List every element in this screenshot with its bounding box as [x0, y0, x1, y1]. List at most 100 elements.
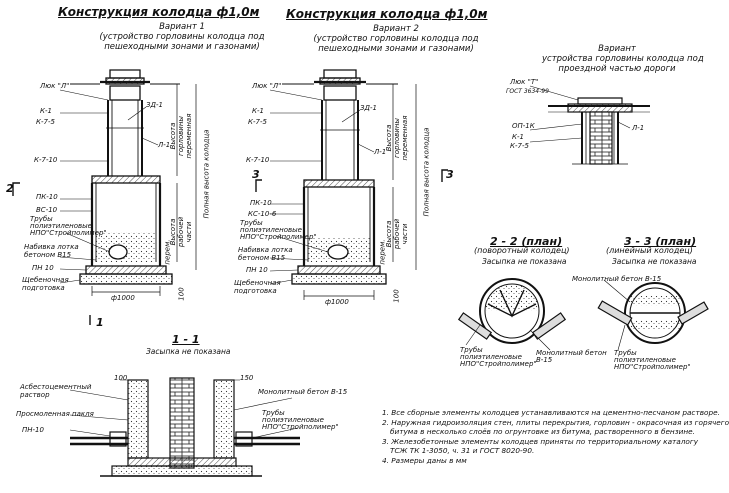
well-variant-2: [255, 69, 448, 300]
label-line: подготовка: [22, 284, 65, 292]
label-line: полиэтиленовые: [262, 416, 324, 424]
label-k1: К-1: [40, 107, 52, 115]
section-2-2-subtitle: (поворотный колодец): [474, 246, 570, 255]
label-line: НПО"Стройполимер": [262, 423, 339, 431]
label-line: Асбестоцементный: [20, 383, 92, 391]
label-line: Набивка лотка: [238, 246, 293, 254]
label-asbestos: Асбестоцементный раствор: [20, 383, 91, 399]
label-line: НПО"Стройполимер": [240, 233, 317, 241]
caption-line: проездной частью дороги: [558, 64, 676, 74]
label-line: бетоном В15: [24, 251, 72, 259]
dim-diameter-v1: ф1000: [111, 294, 135, 302]
label-pipes-v2: Трубы полиэтиленовые НПО"Стройполимер": [240, 220, 317, 241]
label-line: НПО"Стройполимер": [30, 229, 107, 237]
label-tray-fill-v1: Набивка лотка бетоном В15: [24, 243, 79, 259]
dim-100-s11: 100: [114, 374, 128, 382]
variant-2-caption: Вариант 2 (устройство горловины колодца …: [306, 24, 486, 54]
section-marker-3-left: 3: [252, 168, 260, 181]
label-concrete-33: Монолитный бетон В-15: [572, 275, 662, 283]
label-line: Монолитный бетон: [536, 349, 607, 357]
label-zd1: ЗД-1: [146, 101, 163, 109]
label-k75: К-7-5: [510, 142, 529, 150]
label-line: Трубы: [460, 346, 483, 354]
title-variant-1: Конструкция колодца ф1,0м: [58, 5, 260, 19]
dim-neck-v2: Высота горловины переменная: [385, 115, 409, 161]
section-marker-2: 2: [6, 182, 14, 195]
label-gravel-v1: Щебеночная подготовка: [22, 276, 69, 292]
note-line: битума в несколько слоёв по огрунтовке и…: [390, 427, 695, 436]
dim-100-v1: 100: [177, 287, 186, 301]
label-line: полиэтиленовые: [30, 222, 92, 230]
section-1-1-title: 1 - 1: [172, 333, 200, 346]
label-concrete-s11: Монолитный бетон В-15: [258, 388, 348, 396]
label-line: Трубы: [240, 219, 263, 227]
label-line: полиэтиленовые: [240, 226, 302, 234]
label-pn10-s11: ПН-10: [22, 426, 44, 434]
well-variant-1: [12, 69, 197, 325]
label-line: Набивка лотка: [24, 243, 79, 251]
section-marker-3-right: 3: [446, 168, 454, 181]
dim-diameter-v2: ф1000: [325, 298, 349, 306]
dim-100-v2: 100: [392, 289, 401, 303]
label-pipes-33: Трубы полиэтиленовые НПО"Стройполимер": [614, 350, 691, 371]
dim-perem-v1: перем.: [163, 239, 172, 265]
label-hatch-l: Люк "Л": [252, 82, 282, 90]
label-k75: К-7-5: [36, 118, 55, 126]
label-op1k: ОП-1К: [512, 122, 535, 130]
label-zd1: ЗД-1: [360, 104, 377, 112]
caption-line: Вариант 2: [373, 24, 419, 34]
section-2-2-title: 2 - 2 (план): [490, 235, 563, 248]
label-tray-fill-v2: Набивка лотка бетоном В15: [238, 246, 293, 262]
neck-variant-road: [529, 85, 650, 165]
section-2-2-nofill: Засыпка не показана: [482, 257, 567, 266]
label-line: полиэтиленовые: [614, 356, 676, 364]
label-vs10: ВС-10: [36, 206, 58, 214]
section-3-3-title: 3 - 3 (план): [624, 235, 697, 248]
label-line: Трубы: [262, 409, 285, 417]
section-3-3-nofill: Засыпка не показана: [612, 257, 697, 266]
label-line: Щебеночная: [22, 276, 69, 284]
label-k1: К-1: [512, 133, 524, 141]
dim-full-v2: Полная высота колодца: [422, 127, 431, 217]
label-gost: ГОСТ 3634-99: [506, 88, 549, 95]
label-k75: К-7-5: [248, 118, 267, 126]
dim-neck-v1: Высота горловины переменная: [169, 113, 193, 159]
note-line: 3. Железобетонные элементы колодцев прин…: [382, 436, 699, 446]
label-line: НПО"Стройполимер": [614, 363, 691, 371]
notes-block: 1. Все сборные элементы колодцев устанав…: [382, 408, 729, 465]
label-pn10: ПН 10: [32, 264, 54, 272]
label-line: подготовка: [234, 287, 277, 295]
section-3-3-subtitle: (линейный колодец): [606, 246, 693, 255]
label-k710: К-7-10: [246, 156, 270, 164]
note-line: 2. Наружная гидроизоляция стен, плиты пе…: [382, 417, 729, 427]
label-gravel-v2: Щебеночная подготовка: [234, 279, 281, 295]
note-line: 4. Размеры даны в мм: [382, 455, 467, 465]
caption-line: Вариант 1: [159, 22, 205, 32]
label-pk10: ПК-10: [36, 193, 58, 201]
label-line: В-15: [536, 356, 553, 364]
section-marker-1: 1: [96, 316, 104, 329]
section-2-2-plan: [457, 278, 567, 351]
label-k1: К-1: [252, 107, 264, 115]
label-pipes-v1: Трубы полиэтиленовые НПО"Стройполимер": [30, 216, 107, 237]
dim-perem-v2: перем.: [378, 239, 387, 265]
label-l1: Л-1: [632, 124, 645, 132]
section-1-1-nofill: Засыпка не показана: [146, 347, 231, 356]
label-l1: Л-1: [374, 148, 387, 156]
dim-150-s11: 150: [240, 374, 254, 382]
label-l1: Л-1: [158, 141, 171, 149]
label-hatch-t: Люк "Т": [510, 78, 539, 86]
dim-full-v1: Полная высота колодца: [202, 129, 211, 219]
dim-work-v2: Высота рабочей части: [385, 218, 409, 250]
label-pipes-22: Трубы полиэтиленовые НПО"Стройполимер": [460, 347, 537, 368]
drawing-canvas: [12, 69, 709, 477]
label-line: раствор: [20, 391, 50, 399]
label-ks106: КС-10-6: [248, 210, 277, 218]
label-line: НПО"Стройполимер": [460, 360, 537, 368]
caption-line: (устройство горловины колодца под: [99, 32, 265, 42]
label-pn10: ПН 10: [246, 266, 268, 274]
variant-3-caption: Вариант устройства горловины колодца под…: [542, 44, 704, 74]
label-line: бетоном В15: [238, 254, 286, 262]
label-tow: Просмоленная пакля: [16, 410, 94, 418]
label-hatch-l: Люк "Л": [40, 82, 70, 90]
